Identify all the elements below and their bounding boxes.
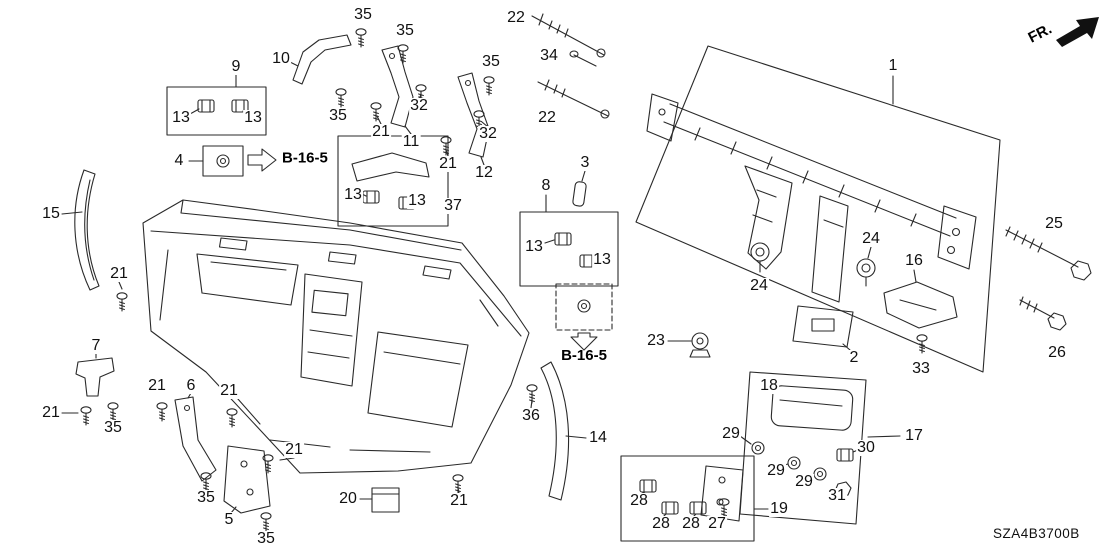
callout-5: 5	[223, 511, 235, 528]
callout-32: 32	[409, 97, 429, 114]
callout-18: 18	[759, 377, 779, 394]
callout-28: 28	[629, 492, 649, 509]
callout-36: 36	[521, 407, 541, 424]
callout-16: 16	[904, 252, 924, 269]
fr-arrow-icon	[1056, 17, 1099, 47]
callout-26: 26	[1047, 344, 1067, 361]
callout-37: 37	[443, 197, 463, 214]
callout-9: 9	[230, 58, 242, 75]
callout-1: 1	[887, 57, 899, 74]
callout-25: 25	[1044, 215, 1064, 232]
callout-24: 24	[861, 230, 881, 247]
callout-21: 21	[109, 265, 129, 282]
callout-35: 35	[196, 489, 216, 506]
callout-32: 32	[478, 125, 498, 142]
callout-21: 21	[449, 492, 469, 509]
callout-23: 23	[646, 332, 666, 349]
callout-28: 28	[681, 515, 701, 532]
callout-7: 7	[90, 337, 102, 354]
callout-13: 13	[171, 109, 191, 126]
callout-10: 10	[271, 50, 291, 67]
callout-6: 6	[185, 377, 197, 394]
callout-13: 13	[243, 109, 263, 126]
callout-8: 8	[540, 177, 552, 194]
callout-31: 31	[827, 487, 847, 504]
callout-19: 19	[769, 500, 789, 517]
callout-21: 21	[371, 123, 391, 140]
callout-35: 35	[395, 22, 415, 39]
callout-11: 11	[401, 133, 421, 150]
callout-22: 22	[537, 109, 557, 126]
callout-35: 35	[103, 419, 123, 436]
callout-21: 21	[284, 441, 304, 458]
callout-30: 30	[856, 439, 876, 456]
callout-24: 24	[749, 277, 769, 294]
callout-14: 14	[588, 429, 608, 446]
callout-15: 15	[41, 205, 61, 222]
callout-21: 21	[41, 404, 61, 421]
callout-13: 13	[343, 186, 363, 203]
callout-22: 22	[506, 9, 526, 26]
callout-2: 2	[848, 349, 860, 366]
callout-21: 21	[147, 377, 167, 394]
callout-17: 17	[904, 427, 924, 444]
callout-13: 13	[407, 192, 427, 209]
callout-13: 13	[592, 251, 612, 268]
callout-13: 13	[524, 238, 544, 255]
callout-33: 33	[911, 360, 931, 377]
callout-29: 29	[721, 425, 741, 442]
callout-35: 35	[353, 6, 373, 23]
callout-29: 29	[766, 462, 786, 479]
callout-35: 35	[481, 53, 501, 70]
callout-34: 34	[539, 47, 559, 64]
callout-35: 35	[256, 530, 276, 547]
callout-35: 35	[328, 107, 348, 124]
callout-12: 12	[474, 164, 494, 181]
callout-29: 29	[794, 473, 814, 490]
diagram-code-label: SZA4B3700B	[993, 526, 1080, 541]
callout-21: 21	[219, 382, 239, 399]
callout-27: 27	[707, 515, 727, 532]
callout-21: 21	[438, 155, 458, 172]
callout-20: 20	[338, 490, 358, 507]
ref-label-b16-5-down: B-16-5	[561, 347, 607, 364]
callout-28: 28	[651, 515, 671, 532]
callout-3: 3	[579, 154, 591, 171]
ref-label-b16-5-side: B-16-5	[282, 149, 328, 167]
callout-4: 4	[173, 152, 185, 169]
